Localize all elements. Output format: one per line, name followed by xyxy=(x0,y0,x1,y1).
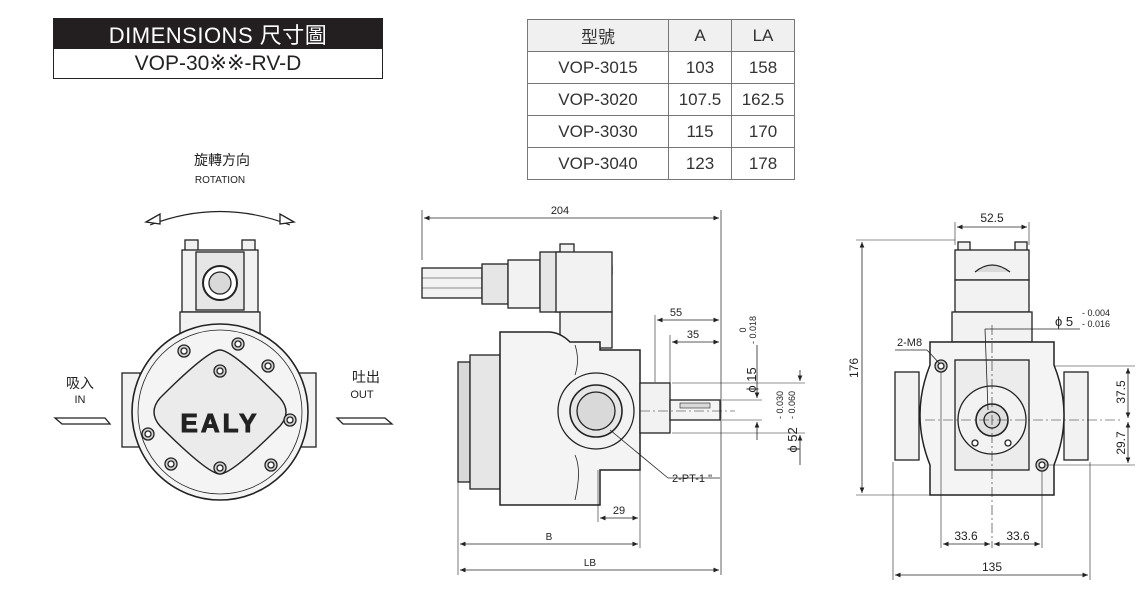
table-cell: VOP-3040 xyxy=(527,147,669,180)
front-view: 旋轉方向 ROTATION xyxy=(53,152,394,501)
rear-view: 52.5 176 2-M8 xyxy=(847,211,1135,580)
dimensions-title: DIMENSIONS 尺寸圖 xyxy=(54,19,382,49)
dim-33-6-right: 33.6 xyxy=(1006,529,1030,543)
table-cell: 162.5 xyxy=(731,83,795,116)
dim-204: 204 xyxy=(551,205,569,217)
out-arrow-icon xyxy=(335,417,394,425)
bolt-label: 2-M8 xyxy=(897,337,922,349)
model-number: VOP-30※※-RV-D xyxy=(54,49,382,78)
side-view: 204 55 35 xyxy=(421,205,805,575)
port-label: 2-PT-1 " xyxy=(672,473,712,485)
dim-shaft-tol-upper: 0 xyxy=(738,327,748,332)
dim-176: 176 xyxy=(847,358,861,378)
dim-52-5: 52.5 xyxy=(980,211,1004,225)
dim-shaft-tol-lower: - 0.018 xyxy=(748,316,758,344)
in-arrow-icon xyxy=(53,417,112,425)
table-cell: VOP-3020 xyxy=(527,83,669,116)
dim-pin-tol-lower: - 0.016 xyxy=(1082,319,1110,329)
dim-shaft-dia: ϕ 15 xyxy=(744,367,759,392)
ealy-logo: EALY xyxy=(181,408,260,438)
dim-29-7: 29.7 xyxy=(1114,431,1128,455)
dim-pin-dia: ϕ 5 xyxy=(1055,314,1073,329)
table-header-row: 型號 A LA xyxy=(527,19,795,52)
dim-33-6-left: 33.6 xyxy=(954,529,978,543)
table-row: VOP-3040 123 178 xyxy=(527,147,795,180)
rotation-arrow-icon xyxy=(149,210,291,226)
dim-pin-tol-upper: - 0.004 xyxy=(1082,308,1110,318)
table-cell: VOP-3015 xyxy=(527,51,669,84)
table-cell: 115 xyxy=(668,115,732,148)
table-cell: 103 xyxy=(668,51,732,84)
dim-pilot-tol-upper: - 0.030 xyxy=(775,391,785,419)
header-la: LA xyxy=(731,19,795,52)
rotation-cn-label: 旋轉方向 xyxy=(194,152,250,168)
table-cell: 123 xyxy=(668,147,732,180)
table-row: VOP-3020 107.5 162.5 xyxy=(527,83,795,116)
spec-table: 型號 A LA VOP-3015 103 158 VOP-3020 107.5 … xyxy=(527,19,795,180)
table-cell: 107.5 xyxy=(668,83,732,116)
dim-lb: LB xyxy=(584,558,597,569)
table-cell: 178 xyxy=(731,147,795,180)
dim-pilot-tol-lower: - 0.060 xyxy=(787,391,797,419)
dim-37-5: 37.5 xyxy=(1114,380,1128,404)
in-cn-label: 吸入 xyxy=(66,375,94,391)
title-block: DIMENSIONS 尺寸圖 VOP-30※※-RV-D xyxy=(53,18,383,79)
dim-pilot-dia: ϕ 52 xyxy=(785,427,800,452)
header-model: 型號 xyxy=(527,19,669,52)
dim-29: 29 xyxy=(613,505,625,517)
dim-35: 35 xyxy=(687,329,699,341)
dim-135: 135 xyxy=(982,560,1002,574)
dim-b: B xyxy=(546,532,553,543)
dim-55: 55 xyxy=(670,307,682,319)
in-en-label: IN xyxy=(75,394,86,406)
out-en-label: OUT xyxy=(350,389,374,401)
rotation-en-label: ROTATION xyxy=(195,175,245,186)
out-cn-label: 吐出 xyxy=(352,369,380,385)
